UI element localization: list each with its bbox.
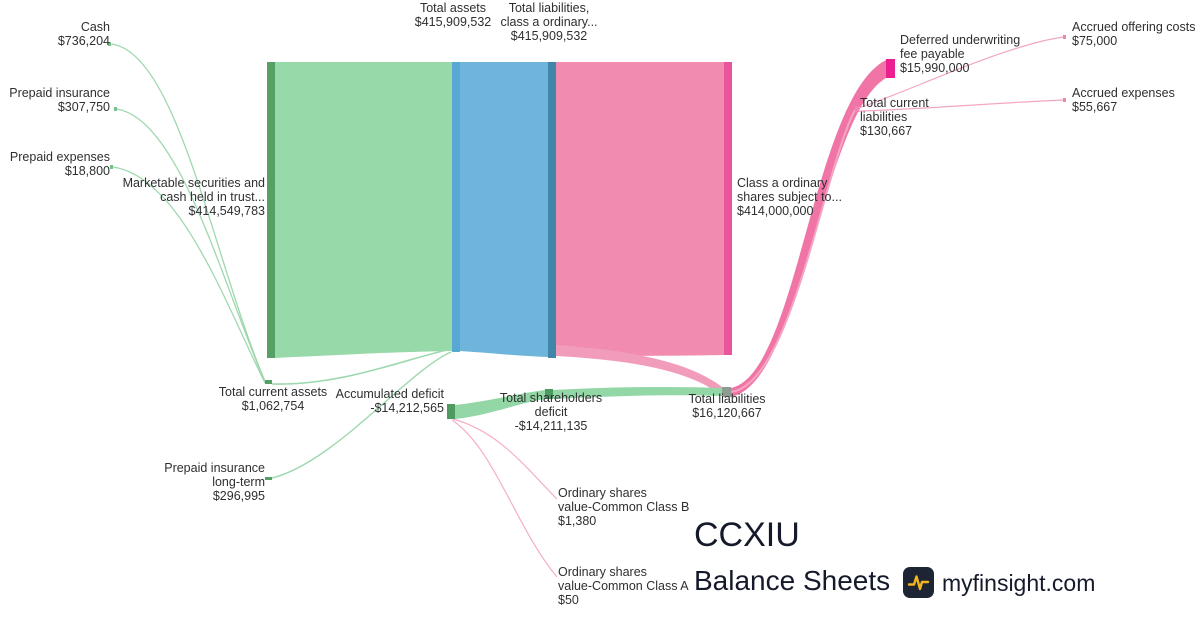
label-total-current-liabilities: Total current liabilities $130,667 (860, 96, 929, 138)
label-prepaid-insurance-long-term: Prepaid insurance long-term $296,995 (164, 461, 265, 503)
brand-site: myfinsight.com (942, 570, 1096, 596)
flow-total-current-assets-to-total-assets (271, 348, 452, 385)
node-accumulated-deficit (447, 404, 455, 419)
flow-prepaid-insurance-to-total-current-assets (116, 108, 266, 383)
node-total-shareholders-deficit (545, 389, 553, 399)
flow-accumulated-deficit-to-shareholders-deficit (455, 390, 545, 419)
flow-ordinary-class-b (452, 418, 558, 500)
flow-combined-to-total-liabilities (556, 345, 722, 396)
label-total-shareholders-deficit: Total shareholders deficit -$14,211,135 (499, 391, 603, 433)
node-cash (108, 42, 111, 46)
label-cash: Cash $736,204 (57, 20, 110, 48)
flow-combined-to-class-a (556, 62, 724, 356)
flow-marketable-to-total-assets (275, 62, 452, 358)
flow-current-liabilities-to-accrued-offering (858, 36, 1065, 109)
flow-prepaid-long-term-to-total-assets (267, 351, 452, 480)
pulse-icon (903, 567, 934, 598)
label-total-assets: Total assets $415,909,532 (414, 1, 492, 29)
node-total-current-assets (265, 380, 272, 384)
flow-cash-to-total-current-assets (110, 43, 266, 382)
node-prepaid-insurance-long-term (265, 477, 272, 480)
label-class-a-ordinary: Class a ordinary shares subject to... $4… (737, 176, 842, 218)
node-deferred-underwriting (886, 59, 895, 78)
flow-ordinary-class-a (451, 419, 558, 578)
node-prepaid-expenses (110, 165, 113, 169)
node-total-liabilities (722, 387, 731, 397)
label-total-current-assets: Total current assets $1,062,754 (218, 385, 328, 413)
node-prepaid-insurance (114, 107, 117, 111)
flow-current-liabilities-to-accrued-expenses (858, 99, 1065, 112)
label-accrued-expenses: Accrued expenses $55,667 (1072, 86, 1175, 114)
node-accrued-offering-costs (1063, 35, 1066, 39)
label-deferred-underwriting: Deferred underwriting fee payable $15,99… (900, 33, 1021, 75)
node-total-liabilities-combined (548, 62, 556, 358)
label-accrued-offering-costs: Accrued offering costs $75,000 (1072, 20, 1196, 48)
label-total-liabilities-combined: Total liabilities, class a ordinary... $… (500, 1, 598, 43)
ticker-title: CCXIU (694, 516, 800, 554)
node-marketable-securities (267, 62, 275, 358)
label-prepaid-expenses: Prepaid expenses $18,800 (9, 150, 110, 178)
label-ordinary-shares-class-b: Ordinary shares value-Common Class B $1,… (558, 486, 690, 528)
node-class-a-ordinary-shares (724, 62, 732, 355)
chart-subtitle: Balance Sheets (694, 565, 891, 596)
flow-total-assets-to-combined (460, 62, 548, 357)
myfinsight-logo-icon (903, 567, 934, 598)
node-total-assets (452, 62, 460, 352)
label-marketable-securities: Marketable securities and cash held in t… (122, 176, 265, 218)
label-ordinary-shares-class-a: Ordinary shares value-Common Class A $50 (558, 565, 689, 607)
node-total-current-liabilities (855, 106, 859, 112)
flow-shareholders-deficit-to-combined (553, 386, 722, 399)
node-accrued-expenses (1063, 98, 1066, 102)
flow-total-liabilities-to-current-liabilities (730, 109, 856, 393)
label-accumulated-deficit: Accumulated deficit -$14,212,565 (335, 387, 444, 415)
label-prepaid-insurance: Prepaid insurance $307,750 (9, 86, 110, 114)
label-total-liabilities: Total liabilities $16,120,667 (688, 392, 766, 420)
flow-total-liabilities-to-deferred (731, 60, 886, 397)
flow-prepaid-expenses-to-total-current-assets (112, 166, 266, 384)
